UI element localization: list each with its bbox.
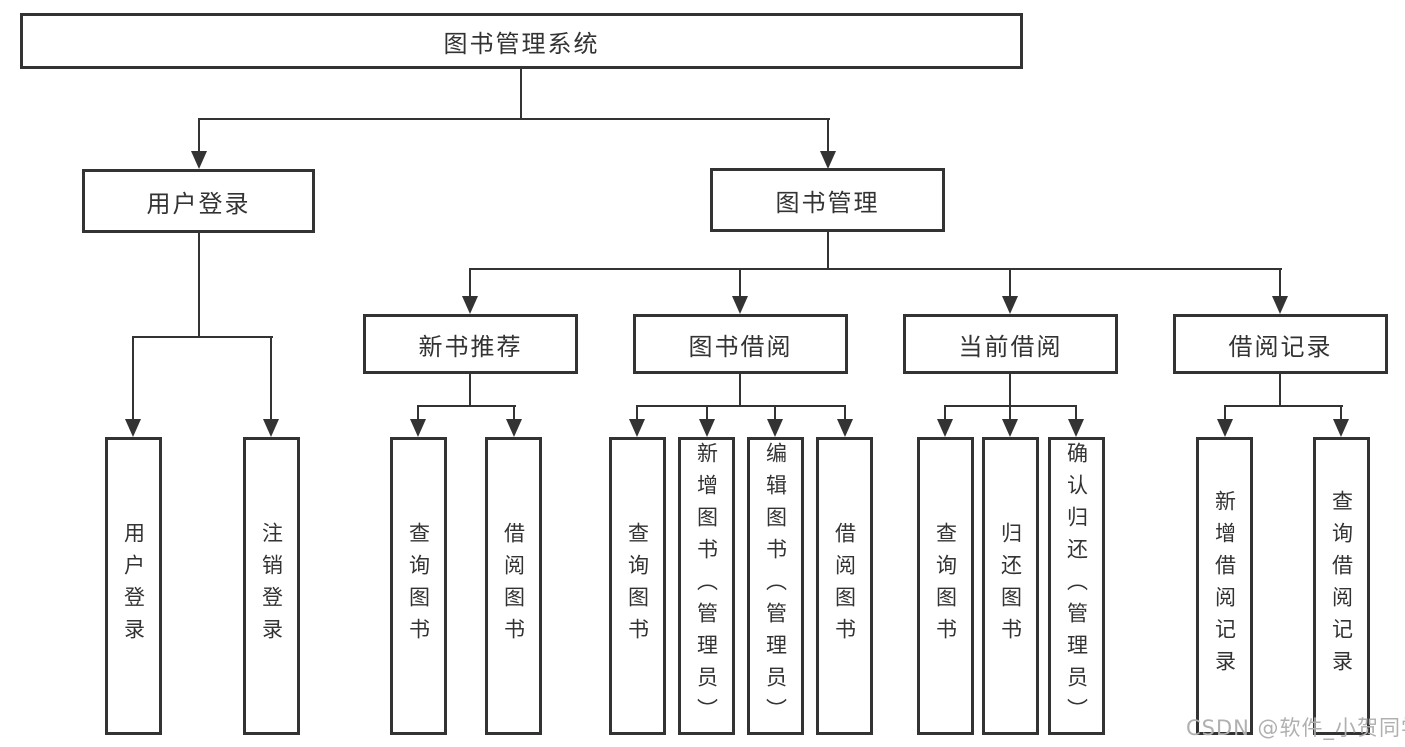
connector-arrow-shaft bbox=[827, 118, 829, 152]
arrowhead-down-icon bbox=[1217, 419, 1233, 437]
connector-arrow-shaft bbox=[1075, 405, 1077, 420]
arrowhead-down-icon bbox=[937, 419, 953, 437]
node-leaf-borrow-borrow-books: 借阅图书 bbox=[816, 437, 873, 735]
arrowhead-down-icon bbox=[506, 419, 522, 437]
node-root-system: 图书管理系统 bbox=[20, 13, 1023, 69]
arrowhead-down-icon bbox=[767, 419, 783, 437]
arrowhead-down-icon bbox=[699, 419, 715, 437]
connector-recommend-branch bbox=[417, 405, 516, 407]
arrowhead-down-icon bbox=[410, 419, 426, 437]
connector-arrow-shaft bbox=[1340, 405, 1342, 420]
node-current-borrowing: 当前借阅 bbox=[903, 314, 1118, 374]
node-leaf-borrow-query-books: 查询图书 bbox=[609, 437, 666, 735]
arrowhead-down-icon bbox=[1002, 419, 1018, 437]
arrowhead-down-icon bbox=[837, 419, 853, 437]
connector-arrow-shaft bbox=[706, 405, 708, 420]
arrowhead-down-icon bbox=[1333, 419, 1349, 437]
node-leaf-recommend-borrow-books: 借阅图书 bbox=[485, 437, 542, 735]
connector-borrowing-branch bbox=[636, 405, 846, 407]
connector-arrow-shaft bbox=[1224, 405, 1226, 420]
connector-arrow-shaft bbox=[198, 118, 200, 152]
connector-userlogin-stub bbox=[198, 233, 200, 336]
node-new-book-recommend: 新书推荐 bbox=[363, 314, 578, 374]
connector-root-branch bbox=[198, 118, 830, 120]
connector-arrow-shaft bbox=[417, 405, 419, 420]
arrowhead-down-icon bbox=[125, 419, 141, 437]
arrowhead-down-icon bbox=[1272, 296, 1288, 314]
connector-arrow-shaft bbox=[944, 405, 946, 420]
node-leaf-current-return-books: 归还图书 bbox=[982, 437, 1039, 735]
connector-arrow-shaft bbox=[132, 336, 134, 420]
node-leaf-records-add-record: 新增借阅记录 bbox=[1196, 437, 1253, 735]
arrowhead-down-icon bbox=[629, 419, 645, 437]
node-leaf-current-query-books: 查询图书 bbox=[917, 437, 974, 735]
connector-arrow-shaft bbox=[844, 405, 846, 420]
arrowhead-down-icon bbox=[263, 419, 279, 437]
node-book-borrowing: 图书借阅 bbox=[633, 314, 848, 374]
arrowhead-down-icon bbox=[1002, 296, 1018, 314]
node-leaf-records-query-record: 查询借阅记录 bbox=[1313, 437, 1370, 735]
node-book-management: 图书管理 bbox=[710, 168, 945, 232]
connector-arrow-shaft bbox=[739, 268, 741, 297]
node-leaf-current-confirm-return-admin: 确认归还（管理员） bbox=[1048, 437, 1105, 735]
connector-records-branch bbox=[1224, 405, 1343, 407]
connector-borrowing-stub bbox=[739, 374, 741, 405]
connector-current-stub bbox=[1009, 374, 1011, 405]
connector-bookmgmt-branch bbox=[469, 268, 1282, 270]
connector-arrow-shaft bbox=[1009, 405, 1011, 420]
connector-arrow-shaft bbox=[636, 405, 638, 420]
connector-bookmgmt-stub bbox=[827, 232, 829, 268]
arrowhead-down-icon bbox=[732, 296, 748, 314]
watermark: CSDN @软件_小贺同学 bbox=[1186, 716, 1405, 740]
arrowhead-down-icon bbox=[462, 296, 478, 314]
node-user-login: 用户登录 bbox=[82, 169, 315, 233]
connector-arrow-shaft bbox=[270, 336, 272, 420]
node-leaf-borrow-edit-books-admin: 编辑图书（管理员） bbox=[747, 437, 804, 735]
arrowhead-down-icon bbox=[1068, 419, 1084, 437]
connector-records-stub bbox=[1279, 374, 1281, 405]
connector-arrow-shaft bbox=[513, 405, 515, 420]
arrowhead-down-icon bbox=[191, 151, 207, 169]
node-borrowing-records: 借阅记录 bbox=[1173, 314, 1388, 374]
arrowhead-down-icon bbox=[820, 151, 836, 169]
connector-userlogin-branch bbox=[132, 336, 273, 338]
connector-arrow-shaft bbox=[774, 405, 776, 420]
node-leaf-recommend-query-books: 查询图书 bbox=[390, 437, 447, 735]
node-leaf-user-login: 用户登录 bbox=[105, 437, 162, 735]
connector-recommend-stub bbox=[469, 374, 471, 405]
node-leaf-borrow-add-books-admin: 新增图书（管理员） bbox=[678, 437, 735, 735]
connector-root-stub bbox=[520, 69, 522, 118]
connector-arrow-shaft bbox=[469, 268, 471, 297]
node-leaf-logout: 注销登录 bbox=[243, 437, 300, 735]
connector-arrow-shaft bbox=[1009, 268, 1011, 297]
connector-arrow-shaft bbox=[1279, 268, 1281, 297]
